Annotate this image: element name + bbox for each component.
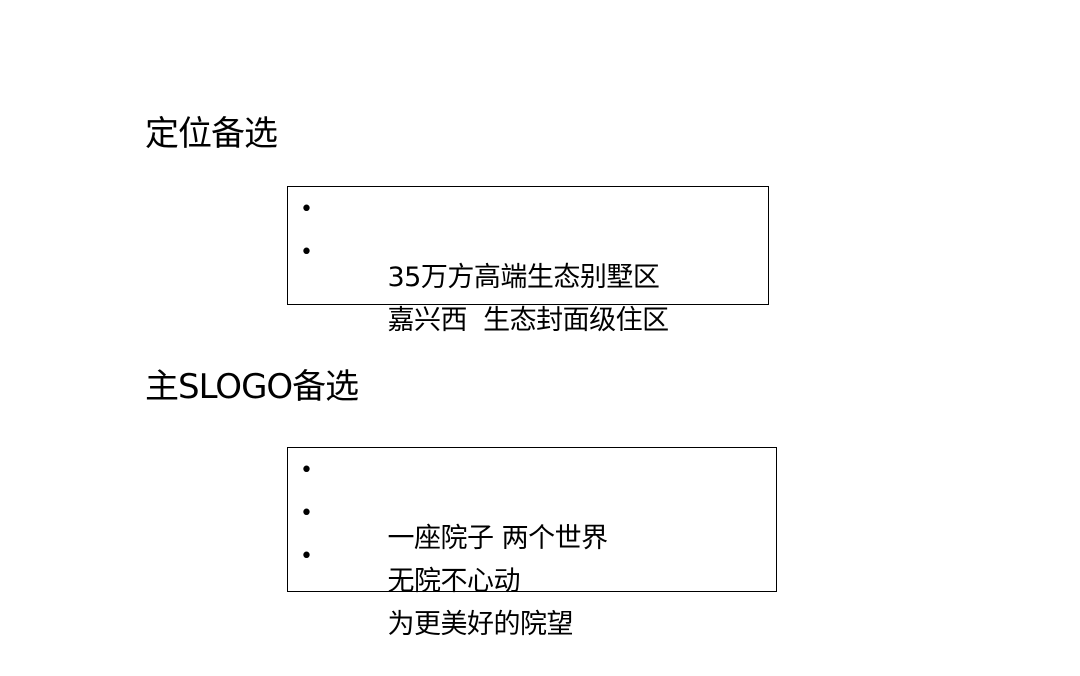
list-item-text: 35万方高端生态别墅区 — [387, 262, 660, 293]
bullet-icon: • — [300, 501, 313, 526]
list-item: • 为更美好的院望 — [288, 540, 608, 640]
list-item: • 嘉兴西 生态封面级住区 — [288, 236, 669, 336]
slogan-options-list: • 一座院子 两个世界 • 无院不心动 • 为更美好的院望 — [288, 454, 608, 640]
positioning-options-list: • 35万方高端生态别墅区 • 嘉兴西 生态封面级住区 — [288, 193, 669, 336]
list-item: • 一座院子 两个世界 — [288, 454, 608, 554]
list-item-text: 一座院子 两个世界 — [387, 523, 609, 554]
list-item: • 无院不心动 — [288, 497, 608, 597]
slogan-options-heading: 主SLOGO备选 — [145, 367, 359, 407]
bullet-icon: • — [300, 197, 313, 222]
list-item-text: 嘉兴西 生态封面级住区 — [387, 305, 670, 336]
bullet-icon: • — [300, 544, 313, 569]
slogan-options-box: • 一座院子 两个世界 • 无院不心动 • 为更美好的院望 — [287, 447, 777, 640]
positioning-options-heading: 定位备选 — [145, 114, 278, 154]
bullet-icon: • — [300, 458, 313, 483]
list-item: • 35万方高端生态别墅区 — [288, 193, 669, 293]
list-item-text: 为更美好的院望 — [387, 609, 574, 640]
list-item-text: 无院不心动 — [387, 566, 521, 597]
positioning-options-box: • 35万方高端生态别墅区 • 嘉兴西 生态封面级住区 — [287, 186, 769, 336]
bullet-icon: • — [300, 240, 313, 265]
